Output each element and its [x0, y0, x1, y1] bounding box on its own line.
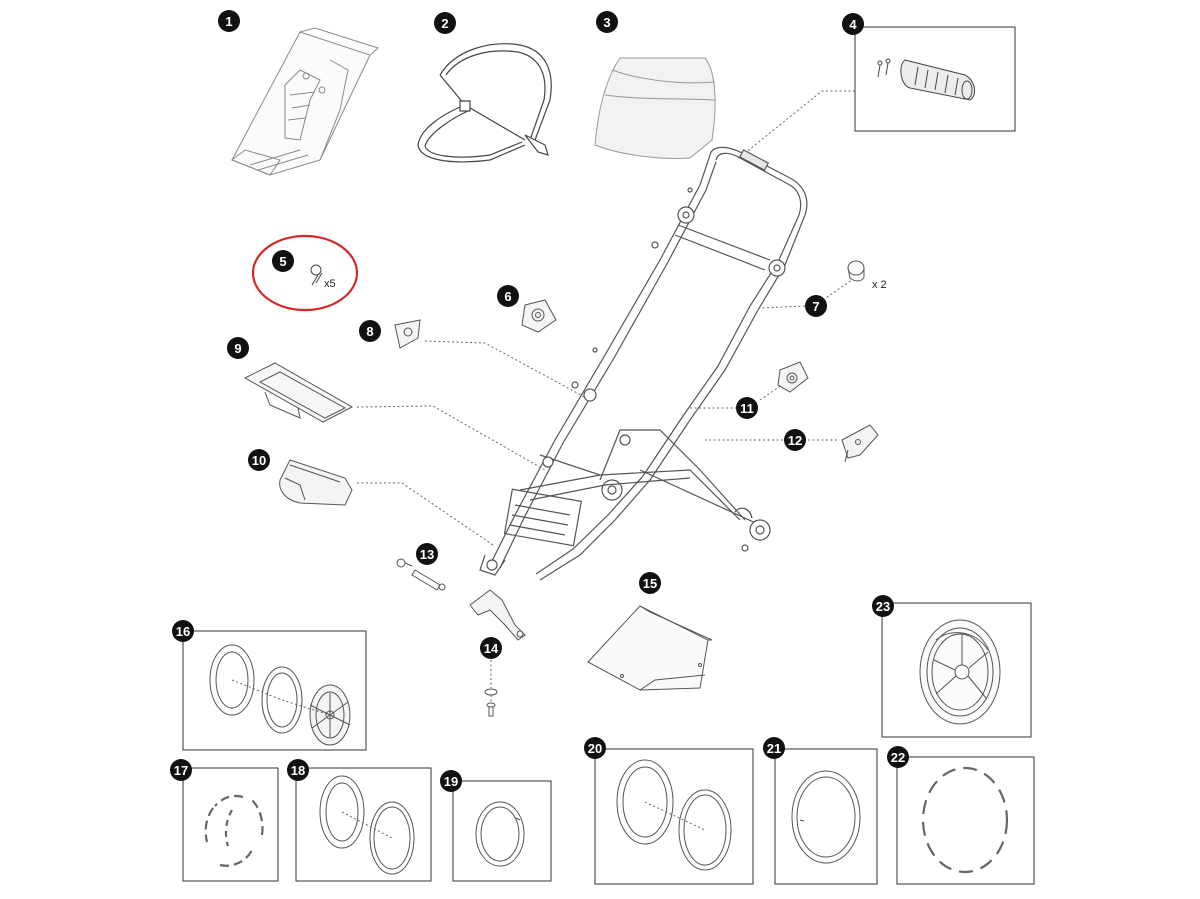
badge-5-label: 5: [279, 254, 286, 269]
handlebar-grip-drawing: [878, 59, 975, 100]
badge-1[interactable]: 1: [218, 10, 240, 32]
badge-5[interactable]: 5: [272, 250, 294, 272]
reflector-strips-drawing: [206, 796, 263, 866]
part-22-box: [896, 756, 1035, 885]
badge-23[interactable]: 23: [872, 595, 894, 617]
footrest-plate-drawing: [245, 363, 352, 422]
badge-16[interactable]: 16: [172, 620, 194, 642]
end-cap-drawing: [848, 261, 864, 281]
badge-22[interactable]: 22: [887, 746, 909, 768]
badge-3[interactable]: 3: [596, 11, 618, 33]
badge-17[interactable]: 17: [170, 759, 192, 781]
badge-15-label: 15: [643, 576, 657, 591]
badge-3-label: 3: [603, 15, 610, 30]
part-5-quantity: x5: [324, 278, 336, 290]
storage-basket-drawing: [588, 606, 712, 690]
canopy-frame-drawing: [418, 44, 551, 162]
seat-insert-drawing: [232, 28, 378, 175]
part-7-quantity: x 2: [872, 279, 887, 291]
bumper-cover-drawing: [280, 460, 352, 505]
badge-7[interactable]: 7: [805, 295, 827, 317]
badge-11[interactable]: 11: [736, 397, 758, 419]
leader-16: [231, 679, 331, 716]
screw-drawing: [311, 265, 322, 285]
badge-8[interactable]: 8: [359, 320, 381, 342]
leader-11b: [759, 384, 783, 401]
part-17-box: [182, 767, 279, 882]
part-4-box: [854, 26, 1016, 132]
badge-11-label: 11: [740, 401, 754, 416]
badge-18[interactable]: 18: [287, 759, 309, 781]
badge-12[interactable]: 12: [784, 429, 806, 451]
leader-10: [357, 482, 494, 546]
badge-22-label: 22: [891, 750, 905, 765]
mount-bracket-drawing: [395, 320, 420, 348]
badge-13[interactable]: 13: [416, 543, 438, 565]
badge-4-label: 4: [849, 17, 857, 32]
axle-bolt-drawing: [397, 559, 445, 590]
part-badges: 1 2 3 4 5 6 7 8 9 10 11 12 13 14 15 16 1…: [170, 10, 909, 792]
badge-14-label: 14: [484, 641, 499, 656]
badge-19-label: 19: [444, 774, 458, 789]
badge-13-label: 13: [420, 547, 434, 562]
part-20-box: [594, 748, 754, 885]
canopy-fabric-drawing: [595, 58, 716, 158]
highlight-circle: [251, 234, 359, 312]
badge-12-label: 12: [788, 433, 802, 448]
stroller-frame-drawing: [480, 147, 807, 580]
leader-lines: [356, 90, 855, 708]
badge-20-label: 20: [588, 741, 602, 756]
badge-10[interactable]: 10: [248, 449, 270, 471]
badge-9-label: 9: [234, 341, 241, 356]
leader-8: [424, 340, 591, 401]
part-21-box: [774, 748, 878, 885]
badge-4[interactable]: 4: [842, 13, 864, 35]
leader-7b: [822, 279, 853, 301]
leader-7: [759, 305, 806, 309]
part-23-box: [881, 602, 1032, 738]
part-18-box: [295, 767, 432, 882]
badge-21-label: 21: [767, 741, 781, 756]
badge-14[interactable]: 14: [480, 637, 502, 659]
leader-4: [744, 90, 855, 154]
badge-10-label: 10: [252, 453, 266, 468]
rear-wheel-drawing: [920, 620, 1000, 724]
brake-clip-drawing: [842, 425, 878, 462]
badge-21[interactable]: 21: [763, 737, 785, 759]
badge-6[interactable]: 6: [497, 285, 519, 307]
part-16-box: [182, 630, 367, 751]
badge-1-label: 1: [225, 14, 232, 29]
front-wheel-drawing: [210, 645, 350, 745]
badge-17-label: 17: [174, 763, 188, 778]
badge-6-label: 6: [504, 289, 511, 304]
front-inner-tube-drawing: [476, 802, 524, 866]
badge-15[interactable]: 15: [639, 572, 661, 594]
hinge-cap-drawing: [522, 300, 556, 332]
leader-9: [356, 405, 546, 471]
badge-20[interactable]: 20: [584, 737, 606, 759]
badge-7-label: 7: [812, 299, 819, 314]
badge-23-label: 23: [876, 599, 890, 614]
badge-2[interactable]: 2: [434, 12, 456, 34]
badge-8-label: 8: [366, 324, 373, 339]
badge-2-label: 2: [441, 16, 448, 31]
rear-inner-tube-drawing: [792, 771, 860, 863]
rear-reflector-strips-drawing: [923, 768, 1007, 872]
front-tire-tube-drawing: [320, 776, 414, 874]
badge-19[interactable]: 19: [440, 770, 462, 792]
rear-hinge-cover-drawing: [778, 362, 808, 392]
badge-18-label: 18: [291, 763, 305, 778]
rear-tire-tube-drawing: [617, 760, 731, 870]
part-19-box: [452, 780, 552, 882]
badge-16-label: 16: [176, 624, 190, 639]
badge-9[interactable]: 9: [227, 337, 249, 359]
front-fork-drawing: [470, 590, 525, 716]
